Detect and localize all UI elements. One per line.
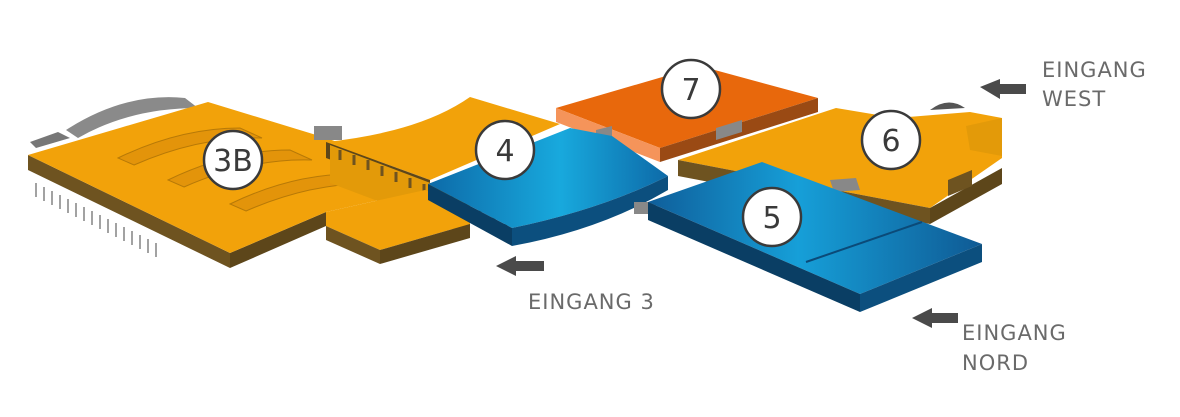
hall-label-5: 5 (762, 201, 781, 236)
hall-3b-legs (35, 183, 157, 257)
hall-badge-5: 5 (741, 186, 803, 248)
hall-label-7: 7 (681, 73, 700, 108)
arrow-icon (496, 256, 544, 276)
hall-badge-4: 4 (474, 119, 536, 181)
hall-badge-6: 6 (860, 109, 922, 171)
hall-3b-roof (66, 97, 198, 138)
entrance-north-label-line1: EINGANG (962, 321, 1067, 345)
arrow-icon (980, 79, 1026, 99)
entrance-north[interactable]: EINGANG NORD (912, 308, 1067, 375)
hall-5[interactable] (648, 162, 982, 312)
entrance-west[interactable]: EINGANG WEST (980, 58, 1147, 111)
hall-label-6: 6 (881, 124, 900, 159)
entrance-west-label-line2: WEST (1042, 87, 1106, 111)
hall-4[interactable] (428, 128, 668, 246)
hall-4-top (428, 128, 668, 228)
hall-badge-7: 7 (660, 58, 722, 120)
connector-3b-4 (314, 97, 560, 264)
entrance-3-label: EINGANG 3 (528, 290, 655, 314)
hall-3b-side (28, 155, 230, 268)
hall-label-3b: 3B (213, 144, 253, 179)
entrance-west-label-line1: EINGANG (1042, 58, 1147, 82)
arrow-icon (912, 308, 958, 328)
hall-5-top (648, 162, 982, 294)
hall-6-top (678, 108, 1002, 208)
hall-6-roof (930, 102, 965, 110)
hall-badge-3b: 3B (202, 129, 264, 191)
entrance-north-label-line2: NORD (962, 351, 1029, 375)
hall-label-4: 4 (495, 134, 514, 169)
entrance-3[interactable]: EINGANG 3 (496, 256, 655, 314)
